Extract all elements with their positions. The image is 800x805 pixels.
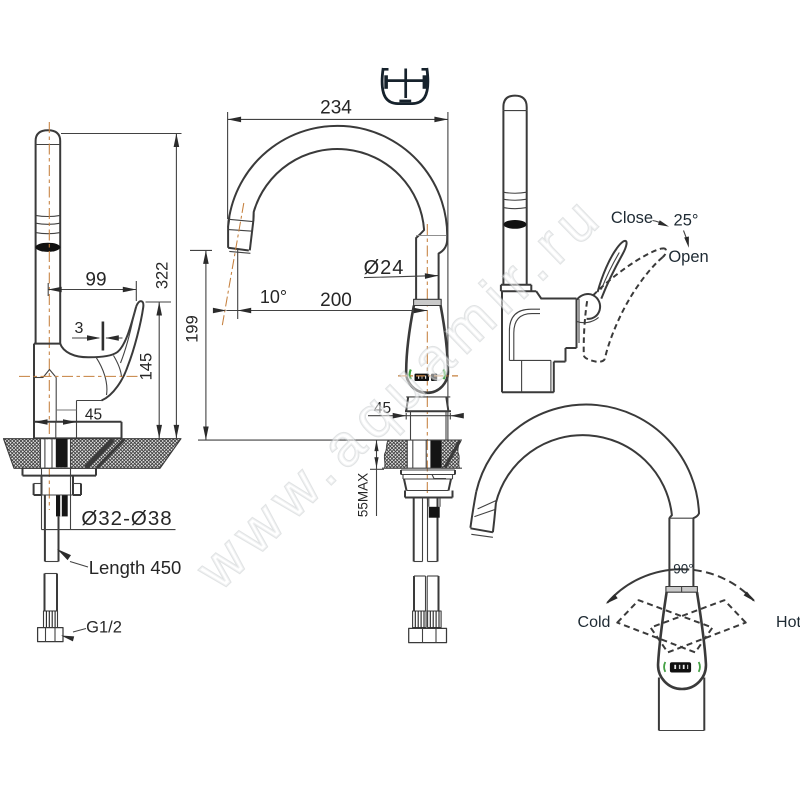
svg-text:145: 145 bbox=[138, 353, 156, 381]
svg-text:Ø32-Ø38: Ø32-Ø38 bbox=[81, 507, 172, 530]
svg-text:90°: 90° bbox=[673, 562, 693, 577]
svg-text:200: 200 bbox=[320, 290, 352, 311]
svg-text:G1/2: G1/2 bbox=[86, 619, 122, 637]
svg-text:Ø24: Ø24 bbox=[364, 257, 405, 279]
svg-text:45: 45 bbox=[85, 407, 102, 424]
svg-text:Hot: Hot bbox=[776, 614, 800, 631]
svg-text:322: 322 bbox=[154, 262, 172, 290]
svg-text:199: 199 bbox=[184, 315, 202, 343]
svg-text:10°: 10° bbox=[260, 287, 287, 307]
svg-text:99: 99 bbox=[85, 270, 106, 291]
svg-text:25°: 25° bbox=[674, 212, 699, 230]
svg-text:45: 45 bbox=[374, 400, 391, 417]
svg-text:Close: Close bbox=[611, 209, 653, 227]
svg-text:55MAX: 55MAX bbox=[356, 473, 371, 517]
svg-text:Open: Open bbox=[668, 248, 708, 266]
svg-text:234: 234 bbox=[320, 98, 352, 119]
svg-text:Length 450: Length 450 bbox=[89, 557, 182, 578]
svg-text:3: 3 bbox=[75, 320, 84, 337]
svg-text:Cold: Cold bbox=[578, 614, 611, 631]
